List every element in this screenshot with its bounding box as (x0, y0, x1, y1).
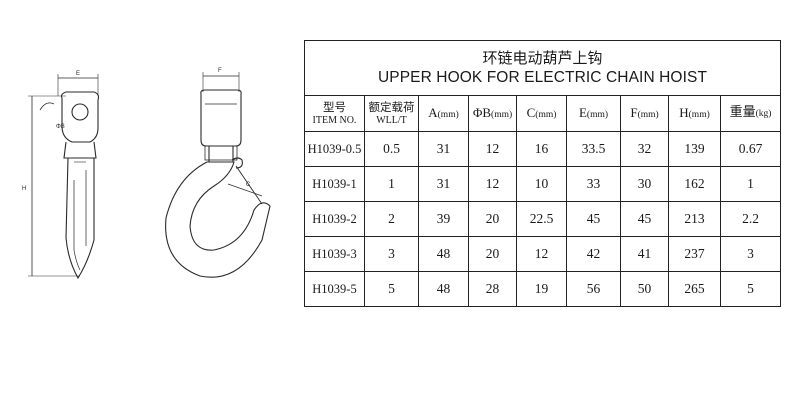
cell-wll: 0.5 (364, 131, 419, 167)
cell-a: 39 (418, 201, 469, 237)
cell-phi-b: 28 (468, 271, 517, 307)
cell-e: 42 (566, 236, 621, 272)
table-title: 环链电动葫芦上钩 UPPER HOOK FOR ELECTRIC CHAIN H… (304, 40, 781, 96)
cell-c: 12 (516, 236, 567, 272)
cell-h: 237 (668, 236, 721, 272)
cell-phi-b: 20 (468, 201, 517, 237)
header-phi-b: ΦB(mm) (468, 95, 517, 132)
header-e: E(mm) (566, 95, 621, 132)
cell-c: 16 (516, 131, 567, 167)
cell-phi-b: 12 (468, 131, 517, 167)
header-wll: 额定载荷 WLL/T (364, 95, 419, 132)
cell-f: 30 (620, 166, 669, 202)
table-row: H1039-5 5 48 28 19 56 50 265 5 (304, 271, 781, 307)
hook-side-view (28, 74, 100, 280)
cell-c: 10 (516, 166, 567, 202)
cell-e: 33 (566, 166, 621, 202)
cell-item-no: H1039-3 (304, 236, 365, 272)
cell-e: 56 (566, 271, 621, 307)
cell-c: 19 (516, 271, 567, 307)
cell-wll: 5 (364, 271, 419, 307)
header-c: C(mm) (516, 95, 567, 132)
cell-e: 45 (566, 201, 621, 237)
cell-phi-b: 12 (468, 166, 517, 202)
header-h: H(mm) (668, 95, 721, 132)
cell-wll: 1 (364, 166, 419, 202)
cell-weight: 1 (720, 166, 781, 202)
cell-h: 213 (668, 201, 721, 237)
cell-c: 22.5 (516, 201, 567, 237)
cell-f: 41 (620, 236, 669, 272)
hook-technical-drawing: E ΦB H F C (22, 68, 271, 280)
cell-a: 48 (418, 236, 469, 272)
dim-f-label: F (218, 68, 222, 74)
cell-item-no: H1039-5 (304, 271, 365, 307)
cell-f: 32 (620, 131, 669, 167)
spec-table: 环链电动葫芦上钩 UPPER HOOK FOR ELECTRIC CHAIN H… (304, 40, 781, 307)
cell-h: 162 (668, 166, 721, 202)
cell-h: 139 (668, 131, 721, 167)
cell-wll: 2 (364, 201, 419, 237)
cell-wll: 3 (364, 236, 419, 272)
cell-a: 48 (418, 271, 469, 307)
header-weight: 重量(kg) (720, 95, 781, 132)
cell-a: 31 (418, 166, 469, 202)
dim-c-label: C (246, 182, 251, 188)
hook-front-view (165, 72, 271, 278)
table-row: H1039-0.5 0.5 31 12 16 33.5 32 139 0.67 (304, 131, 781, 167)
hook-drawings: E ΦB H F C (0, 0, 300, 400)
cell-e: 33.5 (566, 131, 621, 167)
cell-phi-b: 20 (468, 236, 517, 272)
dim-e-label: E (76, 71, 80, 77)
cell-weight: 2.2 (720, 201, 781, 237)
dim-h-label: H (22, 186, 26, 192)
cell-f: 50 (620, 271, 669, 307)
cell-item-no: H1039-2 (304, 201, 365, 237)
cell-weight: 0.67 (720, 131, 781, 167)
table-row: H1039-3 3 48 20 12 42 41 237 3 (304, 236, 781, 272)
header-row: 型号 ITEM NO. 额定载荷 WLL/T A(mm) ΦB(mm) C(mm… (304, 95, 781, 132)
cell-weight: 5 (720, 271, 781, 307)
dim-phi-b-label: ΦB (56, 124, 65, 130)
table-row: H1039-2 2 39 20 22.5 45 45 213 2.2 (304, 201, 781, 237)
cell-h: 265 (668, 271, 721, 307)
title-english: UPPER HOOK FOR ELECTRIC CHAIN HOIST (377, 69, 708, 86)
header-a: A(mm) (418, 95, 469, 132)
cell-a: 31 (418, 131, 469, 167)
cell-item-no: H1039-0.5 (304, 131, 365, 167)
header-item-no: 型号 ITEM NO. (304, 95, 365, 132)
title-chinese: 环链电动葫芦上钩 (482, 49, 603, 67)
cell-weight: 3 (720, 236, 781, 272)
cell-item-no: H1039-1 (304, 166, 365, 202)
header-f: F(mm) (620, 95, 669, 132)
cell-f: 45 (620, 201, 669, 237)
table-row: H1039-1 1 31 12 10 33 30 162 1 (304, 166, 781, 202)
